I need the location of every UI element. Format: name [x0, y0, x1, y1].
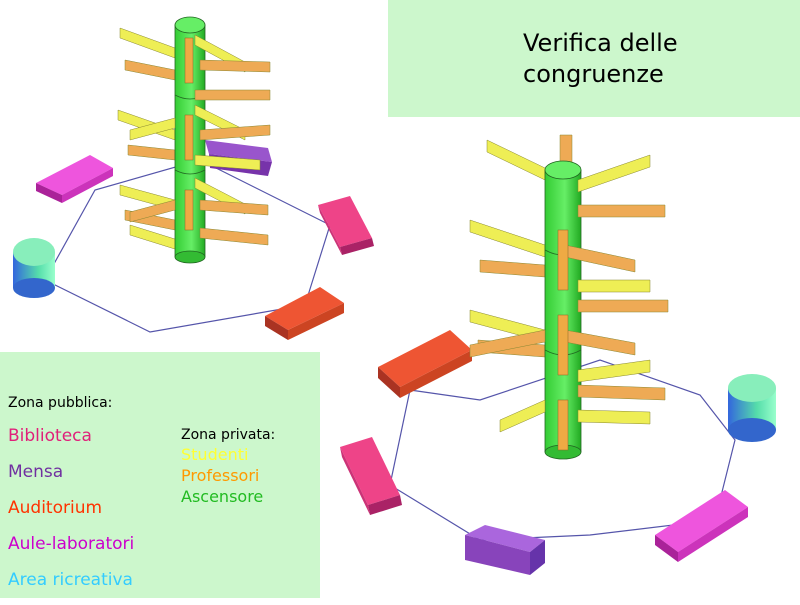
left-cylinder-ricreativa — [13, 238, 55, 298]
left-block-biblioteca — [318, 196, 374, 255]
legend-item-mensa: Mensa — [8, 462, 64, 482]
right-block-auditorium — [378, 330, 472, 398]
left-model — [13, 16, 374, 340]
title-line-1: Verifica delle — [523, 29, 678, 57]
legend-panel: Zona pubblica: Biblioteca Mensa Auditori… — [0, 352, 320, 598]
left-block-aule — [36, 155, 113, 203]
right-block-biblioteca — [340, 437, 402, 515]
title-line-2: congruenze — [523, 60, 664, 88]
right-connection-path — [389, 359, 736, 541]
legend-item-area-ricreativa: Area ricreativa — [8, 570, 133, 590]
legend-item-biblioteca: Biblioteca — [8, 426, 92, 446]
legend-item-professori: Professori — [181, 466, 260, 485]
private-zone-heading: Zona privata: — [181, 427, 276, 443]
right-tower — [469, 134, 669, 460]
legend-item-ascensore: Ascensore — [181, 487, 264, 506]
left-block-auditorium — [265, 287, 344, 340]
private-zone-list: Studenti Professori Ascensore — [181, 445, 263, 508]
public-zone-heading: Zona pubblica: — [8, 395, 113, 411]
public-zone-list: Biblioteca Mensa Auditorium Aule-laborat… — [8, 425, 134, 605]
legend-item-studenti: Studenti — [181, 445, 249, 464]
right-cylinder-ricreativa — [728, 374, 776, 442]
right-block-aule — [655, 490, 748, 562]
left-tower — [117, 16, 271, 264]
legend-item-aule-laboratori: Aule-laboratori — [8, 534, 135, 554]
legend-item-auditorium: Auditorium — [8, 498, 103, 518]
title-panel: Verifica delle congruenze — [388, 0, 800, 117]
page-title: Verifica delle congruenze — [523, 28, 678, 90]
right-model — [340, 134, 776, 575]
right-block-mensa — [465, 525, 545, 575]
